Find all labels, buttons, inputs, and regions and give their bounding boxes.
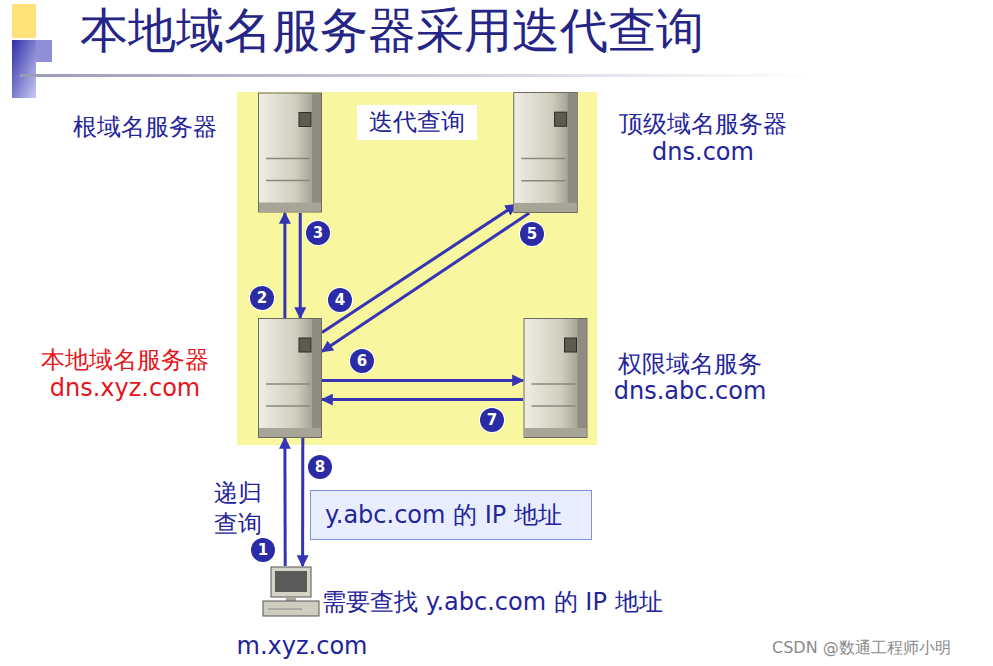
node-label: 根域名服务器 — [73, 113, 217, 142]
query-arrow — [322, 205, 516, 333]
callout-number: 8 — [308, 455, 332, 479]
server-icon — [513, 92, 578, 213]
tld-server: 顶级域名服务器dns.com — [513, 92, 578, 213]
deco-square — [12, 4, 36, 38]
query-arrow — [322, 213, 529, 352]
server-icon — [258, 318, 322, 438]
local-server: 本地域名服务器dns.xyz.com — [258, 318, 322, 438]
query-arrow — [283, 438, 286, 566]
server-icon — [258, 92, 322, 213]
edge-note: 递归 查询 — [214, 478, 268, 540]
watermark: CSDN @数通工程师小明 — [772, 638, 951, 657]
region-title: 迭代查询 — [357, 105, 477, 140]
node-label: 顶级域名服务器 — [619, 110, 787, 139]
query-arrow — [299, 213, 302, 318]
computer-icon — [262, 566, 320, 618]
callout-number: 4 — [328, 288, 352, 312]
node-label: 权限域名服务 — [618, 350, 762, 379]
callout-number: 7 — [480, 408, 504, 432]
deco-square — [36, 40, 52, 62]
query-arrow — [322, 398, 523, 401]
callout-number: 5 — [520, 222, 544, 246]
callout-number: 1 — [251, 538, 275, 562]
node-sublabel: dns.com — [652, 138, 754, 167]
query-arrow — [301, 438, 304, 566]
authoritative-server: 权限域名服务dns.abc.com — [523, 318, 588, 438]
query-arrow — [283, 213, 286, 318]
node-label: 本地域名服务器 — [41, 346, 209, 375]
callout-number: 2 — [250, 286, 274, 310]
answer-box: y.abc.com 的 IP 地址 — [310, 490, 592, 540]
page-title: 本地域名服务器采用迭代查询 — [80, 2, 704, 60]
root-server: 根域名服务器 — [258, 92, 322, 213]
host-computer: 需要查找 y.abc.com 的 IP 地址m.xyz.com — [262, 566, 320, 618]
node-sublabel: dns.xyz.com — [50, 374, 200, 403]
node-sublabel: dns.abc.com — [614, 377, 767, 406]
query-arrow — [322, 379, 523, 382]
deco-square — [12, 40, 36, 98]
title-rule — [20, 74, 820, 77]
answer-text: y.abc.com 的 IP 地址 — [325, 501, 562, 530]
node-label: 需要查找 y.abc.com 的 IP 地址 — [322, 588, 663, 617]
callout-number: 3 — [306, 221, 330, 245]
server-icon — [523, 318, 588, 438]
callout-number: 6 — [350, 349, 374, 373]
node-sublabel: m.xyz.com — [237, 632, 368, 661]
